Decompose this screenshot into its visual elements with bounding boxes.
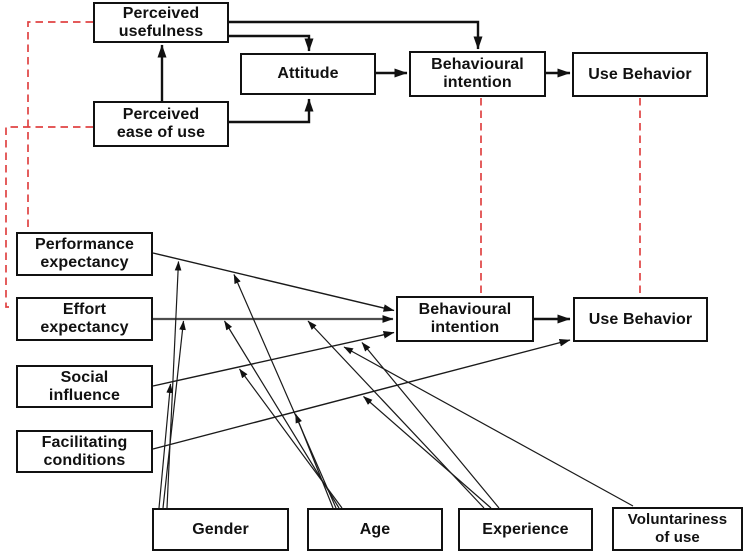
arrow-pu-to-bi-top <box>229 20 483 50</box>
arrow-age-to-ee-path <box>223 320 340 509</box>
node-social-influence: Social influence <box>16 365 153 408</box>
node-use-behavior-top: Use Behavior <box>572 52 708 97</box>
node-behavioural-intention-bottom: Behavioural intention <box>396 296 534 342</box>
arrow-pe-to-bi <box>152 252 395 312</box>
dashed-pu-pe-link <box>27 21 93 231</box>
node-age: Age <box>307 508 443 551</box>
node-facilitating-conditions: Facilitating conditions <box>16 430 153 473</box>
node-perceived-usefulness: Perceived usefulness <box>93 2 229 43</box>
arrow-experience-to-si-path <box>361 342 500 509</box>
node-gender: Gender <box>152 508 289 551</box>
dashed-peou-ee-link <box>5 126 93 308</box>
node-voluntariness-of-use: Voluntariness of use <box>612 507 743 551</box>
node-experience: Experience <box>458 508 593 551</box>
arrow-age-to-si-path <box>239 368 343 509</box>
arrow-gender-to-ee-path <box>162 320 186 509</box>
arrow-pu-to-attitude <box>229 34 314 52</box>
node-behavioural-intention-top: Behavioural intention <box>409 51 546 97</box>
arrow-voluntariness-to-si-path <box>343 346 634 507</box>
node-attitude: Attitude <box>240 53 376 95</box>
arrow-experience-to-ee-path <box>307 320 485 509</box>
arrow-peou-to-attitude <box>229 98 314 124</box>
arrow-age-to-pe-path <box>233 274 337 509</box>
arrow-gender-to-si-path <box>158 383 174 509</box>
node-perceived-ease-of-use: Perceived ease of use <box>93 101 229 147</box>
node-performance-expectancy: Performance expectancy <box>16 232 153 276</box>
arrow-experience-to-fc-path <box>363 396 492 509</box>
arrow-fc-to-ub <box>152 338 571 450</box>
arrow-si-to-bi <box>152 331 395 387</box>
node-effort-expectancy: Effort expectancy <box>16 297 153 341</box>
node-use-behavior-bottom: Use Behavior <box>573 297 708 342</box>
